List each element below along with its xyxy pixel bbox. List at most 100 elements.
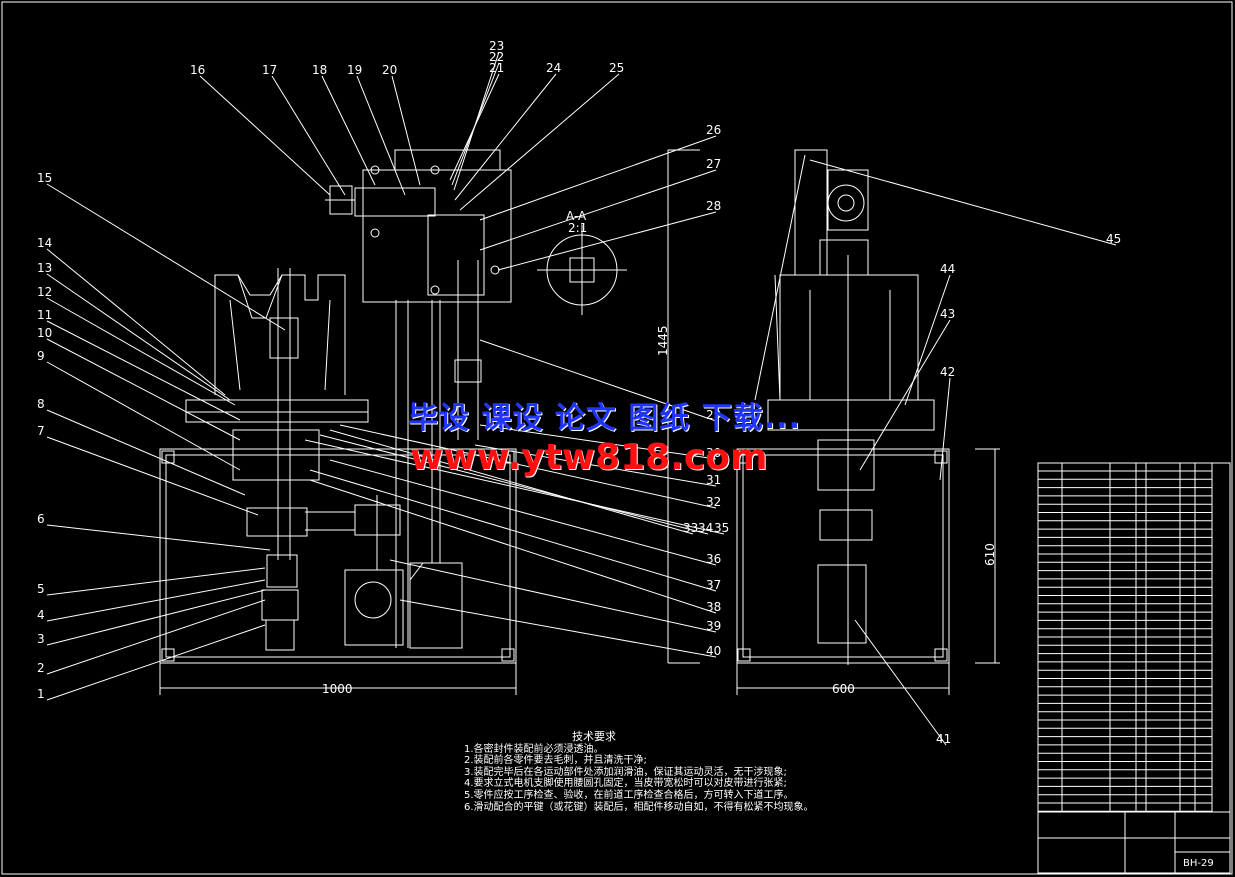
- leader-line-1: [46, 624, 266, 701]
- part-label-31: 31: [706, 473, 722, 487]
- dimension-lines: [667, 149, 1000, 664]
- part-label-40: 40: [706, 644, 722, 658]
- leader-line-13: [46, 273, 231, 401]
- bom-rows: [1038, 470, 1212, 812]
- requirement-item: 2.装配前各零件要去毛刺，并且清洗干净;: [464, 755, 647, 767]
- section-a-a: [537, 225, 627, 315]
- part-label-42: 42: [940, 365, 956, 379]
- leader-line-44: [904, 274, 951, 406]
- leader-line-30: [479, 424, 717, 460]
- leader-line-17: [271, 75, 346, 196]
- leader-line-26: [479, 135, 717, 221]
- side-frame: [736, 448, 950, 695]
- dimension-width-side: 600: [832, 682, 855, 696]
- leader-line-37: [309, 469, 717, 592]
- leader-line-4: [46, 579, 266, 622]
- part-label-45: 45: [1106, 232, 1122, 246]
- requirement-item: 4.要求立式电机支脚使用腰圆孔固定，当皮带宽松时可以对皮带进行张紧;: [464, 778, 787, 790]
- leader-line-42: [939, 377, 951, 481]
- requirement-item: 3.装配完毕后在各运动部件处添加润滑油，保证其运动灵活，无干涉现象;: [464, 766, 787, 778]
- leader-line-41: [854, 619, 947, 746]
- leader-line-8: [46, 409, 246, 496]
- leader-line-6: [46, 524, 271, 551]
- watermark-line2: www.ytw818.com: [410, 437, 768, 478]
- watermark-line1: 毕设 课设 论文 图纸 下载...: [408, 401, 801, 436]
- requirement-item: 5.零件应按工序检查、验收，在前道工序检查合格后，方可转入下道工序。: [464, 789, 794, 801]
- technical-requirements: 技术要求 1.各密封件装配前必须浸透油。 2.装配前各零件要去毛刺，并且清洗干净…: [464, 731, 814, 813]
- part-label-28: 28: [706, 199, 722, 213]
- part-label-32: 32: [706, 495, 722, 509]
- part-label-24: 24: [546, 61, 562, 75]
- leader-line-38: [309, 479, 717, 614]
- part-label-10: 10: [37, 326, 53, 340]
- leader-line-3: [46, 589, 266, 646]
- leader-line-43: [859, 319, 951, 471]
- leader-line-14: [46, 248, 226, 396]
- leader-line-33: [329, 429, 694, 535]
- gearbox: [325, 149, 512, 303]
- leader-line-7: [46, 436, 259, 516]
- requirements-title: 技术要求: [572, 730, 616, 743]
- leader-line-31: [474, 444, 717, 487]
- part-label-33: 33: [683, 521, 699, 535]
- leader-line-11: [46, 320, 241, 421]
- part-label-41: 41: [936, 732, 952, 746]
- leader-line-15: [46, 183, 286, 331]
- part-label-3: 3: [37, 632, 45, 646]
- front-shaft: [232, 268, 320, 651]
- part-label-16: 16: [190, 63, 206, 77]
- leader-lines: [46, 51, 1117, 746]
- requirement-item: 1.各密封件装配前必须浸透油。: [464, 743, 604, 755]
- part-label-20: 20: [382, 63, 398, 77]
- leader-line-20: [391, 75, 421, 186]
- dimension-height-frame: 610: [983, 543, 997, 566]
- part-label-30: 30: [706, 446, 722, 460]
- part-label-13: 13: [37, 261, 53, 275]
- part-label-27: 27: [706, 157, 722, 171]
- leader-line-12: [46, 297, 236, 406]
- dimension-width-front: 1000: [322, 682, 353, 696]
- part-label-22: 22: [489, 50, 505, 64]
- leader-line-9: [46, 361, 241, 471]
- leader-line-24: [454, 73, 557, 201]
- part-label-1: 1: [37, 687, 45, 701]
- leader-line-25: [459, 73, 620, 211]
- leader-line-19: [356, 75, 406, 196]
- part-label-37: 37: [706, 578, 722, 592]
- part-label-7: 7: [37, 424, 45, 438]
- leader-line-5: [46, 567, 266, 596]
- column: [395, 260, 482, 648]
- part-label-25: 25: [609, 61, 625, 75]
- section-label: A-A: [566, 209, 587, 223]
- part-label-39: 39: [706, 619, 722, 633]
- part-label-5: 5: [37, 582, 45, 596]
- leader-line-27: [479, 169, 717, 251]
- leader-line-45: [809, 159, 1117, 246]
- leader-line-28: [497, 211, 717, 271]
- part-label-29: 29: [706, 408, 722, 422]
- dimension-height-total: 1445: [656, 325, 670, 356]
- part-label-36: 36: [706, 552, 722, 566]
- leader-line-32: [339, 424, 717, 509]
- leader-line-39: [389, 559, 717, 633]
- section-scale: 2:1: [568, 221, 588, 235]
- leader-line-40: [399, 599, 717, 658]
- leader-line-36: [329, 459, 717, 566]
- hopper: [185, 274, 369, 423]
- part-label-15: 15: [37, 171, 53, 185]
- part-label-4: 4: [37, 608, 45, 622]
- leader-line-18: [321, 75, 376, 186]
- leader-line-35: [304, 439, 725, 535]
- part-label-17: 17: [262, 63, 278, 77]
- leader-line-34: [319, 434, 709, 535]
- part-label-6: 6: [37, 512, 45, 526]
- part-label-44: 44: [940, 262, 956, 276]
- drawing-number: BH-29: [1183, 858, 1214, 869]
- part-label-11: 11: [37, 308, 53, 322]
- part-label-26: 26: [706, 123, 722, 137]
- part-label-12: 12: [37, 285, 53, 299]
- part-label-9: 9: [37, 349, 45, 363]
- part-label-35: 35: [714, 521, 730, 535]
